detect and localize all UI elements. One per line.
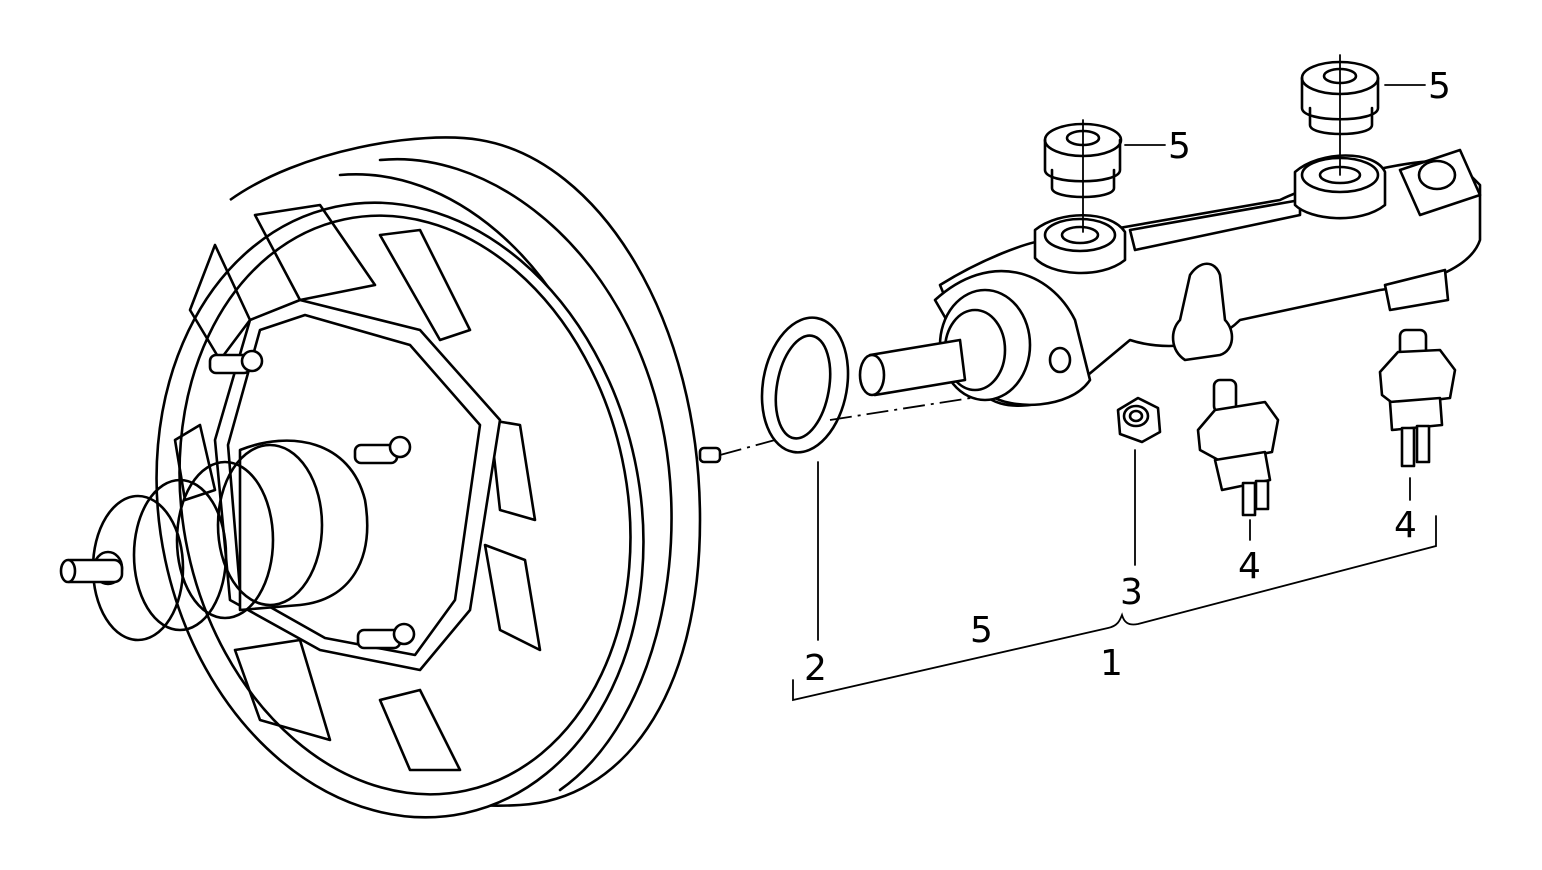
master-cylinder bbox=[858, 148, 1482, 407]
grommet-b bbox=[1300, 54, 1380, 176]
stud-top bbox=[208, 349, 264, 375]
callout-4a: 4 bbox=[1238, 546, 1261, 587]
nut bbox=[1116, 396, 1162, 444]
callout-5b: 5 bbox=[1428, 66, 1451, 107]
stud-low bbox=[356, 622, 416, 650]
callout-5a: 5 bbox=[1168, 126, 1191, 167]
seal-ring bbox=[760, 316, 850, 454]
switch-b bbox=[1378, 328, 1457, 468]
callout-5c: 5 bbox=[970, 610, 993, 651]
callout-1: 1 bbox=[1100, 643, 1123, 684]
callout-4b: 4 bbox=[1394, 505, 1417, 546]
stud-mid bbox=[353, 435, 412, 465]
switch-a bbox=[1196, 378, 1280, 517]
callout-2: 2 bbox=[804, 648, 827, 689]
leader-lines bbox=[792, 84, 1437, 702]
grommet-a bbox=[1043, 119, 1123, 233]
brake-booster bbox=[59, 136, 722, 819]
callout-3: 3 bbox=[1120, 572, 1143, 613]
rubber-boot bbox=[59, 443, 324, 642]
